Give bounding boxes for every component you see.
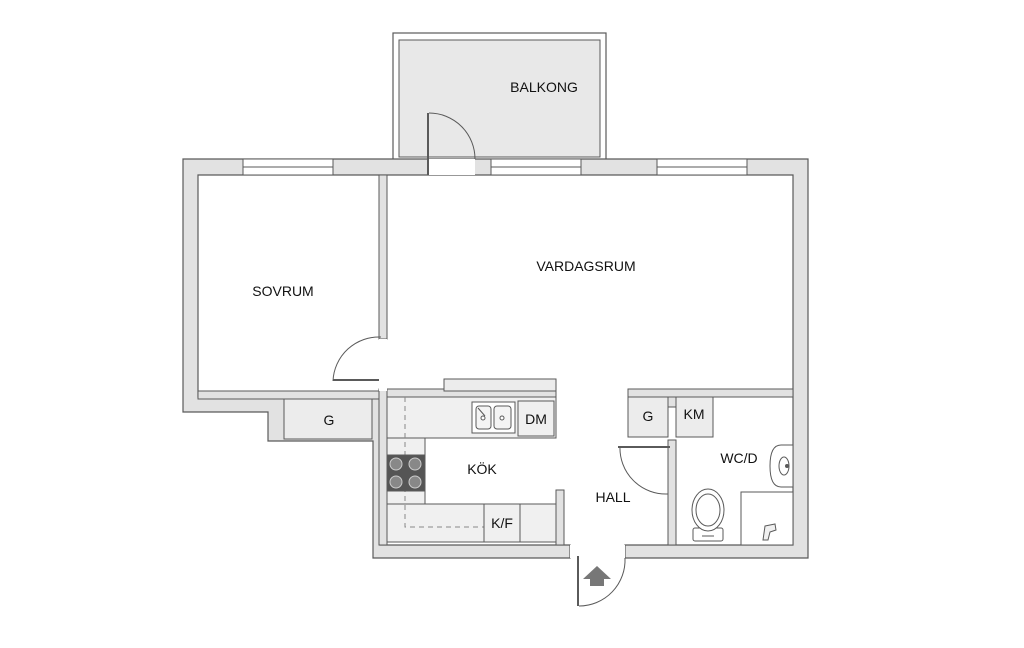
entrance-arrow-icon xyxy=(583,566,611,586)
exterior-walls-inner xyxy=(198,174,794,545)
bathroom-fixtures xyxy=(691,444,794,546)
window-icon xyxy=(656,158,748,176)
bedroom-wardrobe xyxy=(283,398,373,440)
door-swing-icon xyxy=(332,336,387,391)
doors xyxy=(332,112,670,607)
room-label-bathroom: WC/D xyxy=(720,450,757,466)
room-label-hall: HALL xyxy=(595,489,630,505)
fixture-label-fridge-freezer: K/F xyxy=(491,515,513,531)
fixture-label-hall-wardrobe: G xyxy=(643,408,654,424)
sink-icon xyxy=(471,401,516,434)
fixture-label-bedroom-wardrobe: G xyxy=(324,412,335,428)
room-label-bedroom: SOVRUM xyxy=(252,283,313,299)
door-swing-icon xyxy=(570,545,626,607)
kitchen-fixtures xyxy=(386,378,557,543)
door-swing-icon xyxy=(618,445,670,495)
room-label-kitchen: KÖK xyxy=(467,460,497,477)
shower-icon xyxy=(740,491,794,546)
window-icon xyxy=(490,158,582,176)
fixture-label-washing-machine: KM xyxy=(684,406,705,422)
window-icon xyxy=(242,158,334,176)
stove-icon xyxy=(386,454,426,492)
windows xyxy=(242,158,748,176)
toilet-icon xyxy=(691,488,725,542)
room-label-living-room: VARDAGSRUM xyxy=(536,258,635,274)
fixture-label-dishwasher: DM xyxy=(525,411,547,427)
room-label-balcony: BALKONG xyxy=(510,79,578,95)
hall-fixtures xyxy=(627,396,714,438)
washbasin-icon xyxy=(769,444,794,488)
balcony xyxy=(392,32,607,162)
door-swing-icon xyxy=(427,112,476,175)
